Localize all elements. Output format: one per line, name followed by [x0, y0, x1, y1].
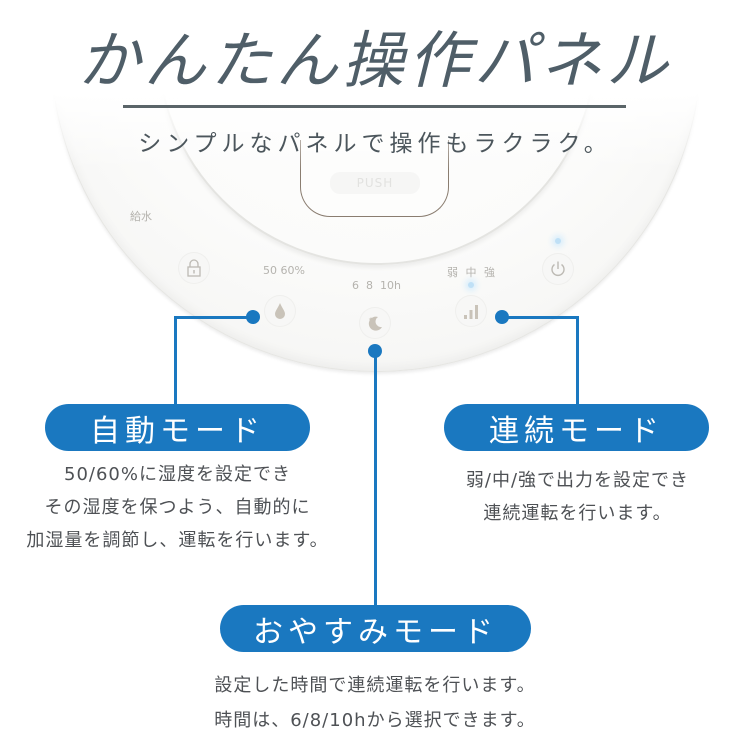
- strength-led: [468, 282, 474, 288]
- auto-mode-button[interactable]: [265, 296, 295, 326]
- humidity-level-label: 50 60%: [263, 264, 305, 277]
- sleep-desc-line: 時間は、6/8/10hから選択できます。: [214, 710, 536, 731]
- page-title: かんたん操作パネル: [77, 24, 672, 97]
- power-led: [555, 238, 561, 244]
- continuous-mode-pill: 連続モード: [444, 404, 709, 451]
- lock-button[interactable]: [179, 253, 209, 283]
- power-button[interactable]: [543, 254, 573, 284]
- sleep-desc-line: 設定した時間で連続運転を行います。: [214, 675, 536, 696]
- auto-desc-line: 50/60%に湿度を設定でき: [64, 464, 291, 485]
- auto-connector-dot: [246, 310, 260, 324]
- auto-desc-line: 加湿量を調節し、運転を行います。: [26, 530, 329, 551]
- auto-mode-description: 50/60%に湿度を設定でき その湿度を保つよう、自動的に 加湿量を調節し、運転…: [0, 458, 355, 557]
- continuous-desc-line: 連続運転を行います。: [483, 503, 672, 524]
- timer-hours-label: 6 8 10h: [352, 279, 401, 292]
- strength-level-label: 弱 中 強: [447, 266, 497, 279]
- water-drop-icon: [275, 303, 285, 319]
- page-subtitle: シンプルなパネルで操作もラクラク。: [138, 131, 612, 157]
- lock-icon: [187, 259, 201, 277]
- sleep-mode-description: 設定した時間で連続運転を行います。 時間は、6/8/10hから選択できます。: [150, 668, 600, 738]
- auto-connector-h: [174, 316, 250, 319]
- sleep-mode-pill: おやすみモード: [220, 605, 531, 652]
- signal-bars-icon: [464, 305, 478, 319]
- moon-star-icon: [368, 316, 382, 331]
- continuous-mode-description: 弱/中/強で出力を設定でき 連続運転を行います。: [405, 464, 750, 530]
- continuous-mode-button[interactable]: [456, 296, 486, 326]
- power-icon: [551, 261, 565, 276]
- title-divider: [123, 105, 626, 108]
- auto-mode-pill: 自動モード: [45, 404, 310, 451]
- top-fade-overlay: [0, 0, 750, 170]
- sleep-connector-v: [374, 350, 377, 607]
- continuous-connector-h: [500, 316, 579, 319]
- sleep-mode-button[interactable]: [360, 308, 390, 338]
- continuous-desc-line: 弱/中/強で出力を設定でき: [465, 470, 690, 491]
- water-supply-label: 給水: [130, 210, 152, 223]
- auto-connector-v: [174, 316, 177, 406]
- auto-desc-line: その湿度を保つよう、自動的に: [44, 497, 311, 518]
- push-label: PUSH: [330, 172, 420, 194]
- continuous-connector-v: [576, 316, 579, 406]
